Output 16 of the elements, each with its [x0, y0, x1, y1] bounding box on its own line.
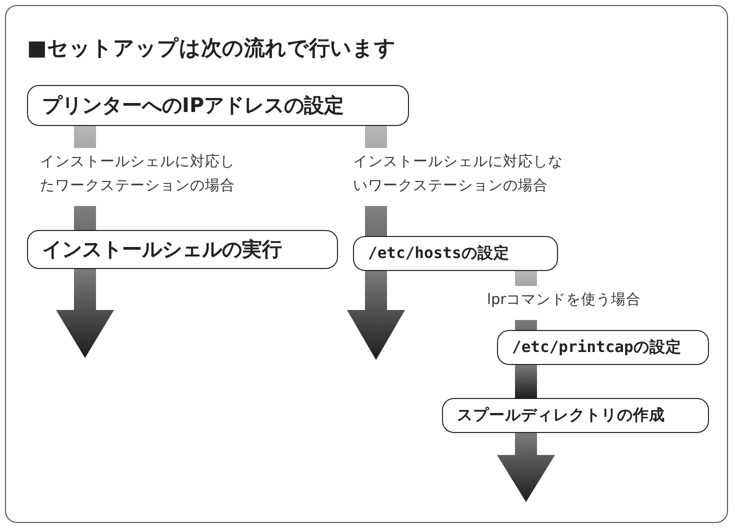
arrow	[365, 126, 387, 236]
edge-label: インストールシェルに対応しないワークステーションの場合	[353, 152, 564, 196]
arrow	[515, 365, 537, 398]
arrow	[515, 271, 537, 330]
arrow	[347, 271, 405, 360]
process-box: /etc/printcapの設定	[497, 330, 709, 365]
process-box: /etc/hostsの設定	[353, 236, 558, 271]
arrow	[497, 433, 555, 502]
title: ■セットアップは次の流れで行います	[27, 35, 396, 62]
edge-label: インストールシェルに対応したワークステーションの場合	[40, 152, 236, 196]
process-box: スプールディレクトリの作成	[442, 398, 709, 433]
process-box: インストールシェルの実行	[27, 230, 338, 269]
process-box: プリンターへのIPアドレスの設定	[27, 85, 409, 126]
arrow	[74, 126, 96, 230]
edge-label: lprコマンドを使う場合	[487, 291, 642, 310]
arrow	[56, 269, 114, 358]
